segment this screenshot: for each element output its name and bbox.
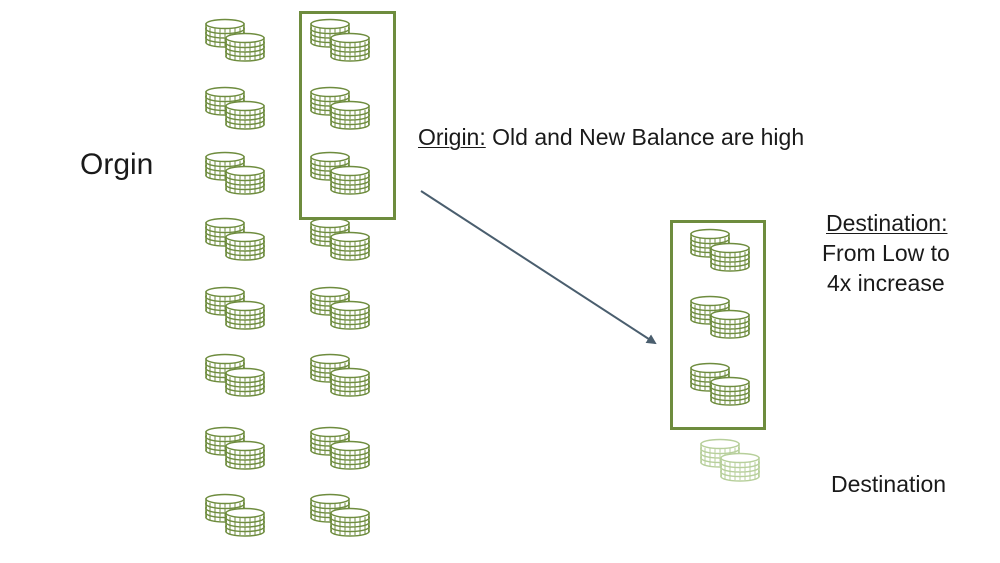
destination-desc-line2: 4x increase [827,270,945,296]
origin-desc-text: Old and New Balance are high [492,124,805,150]
destination-highlight-box [670,220,766,430]
faded-coin-stack-icon [700,438,760,482]
coin-stack-icon [205,18,265,62]
coin-stack-icon [690,228,750,272]
coin-stack-icon [205,493,265,537]
destination-title: Destination: [826,210,948,236]
coin-stack-icon [310,86,370,130]
destination-bottom-label: Destination [831,471,947,497]
coin-stack-icon [310,151,370,195]
coin-stack-icon [205,353,265,397]
coin-stack-icon [205,286,265,330]
coin-stack-icon [690,295,750,339]
coin-stack-icon [310,353,370,397]
coin-stack-icon [310,217,370,261]
origin-highlight-box [299,11,396,220]
coin-stack-icon [205,217,265,261]
origin-description: Origin: Old and New Balance are high [418,126,804,149]
coin-stack-icon [205,86,265,130]
coin-stack-icon [310,426,370,470]
origin-side-label: Orgin [80,148,154,181]
coin-stack-icon [205,426,265,470]
coin-stack-icon [310,493,370,537]
coin-stack-icon [205,151,265,195]
origin-title: Origin: [418,124,486,150]
coin-stack-icon [310,18,370,62]
destination-desc-line1: From Low to [822,240,950,266]
coin-stack-icon [310,286,370,330]
coin-stack-icon [690,362,750,406]
transfer-arrow-icon [420,190,657,345]
